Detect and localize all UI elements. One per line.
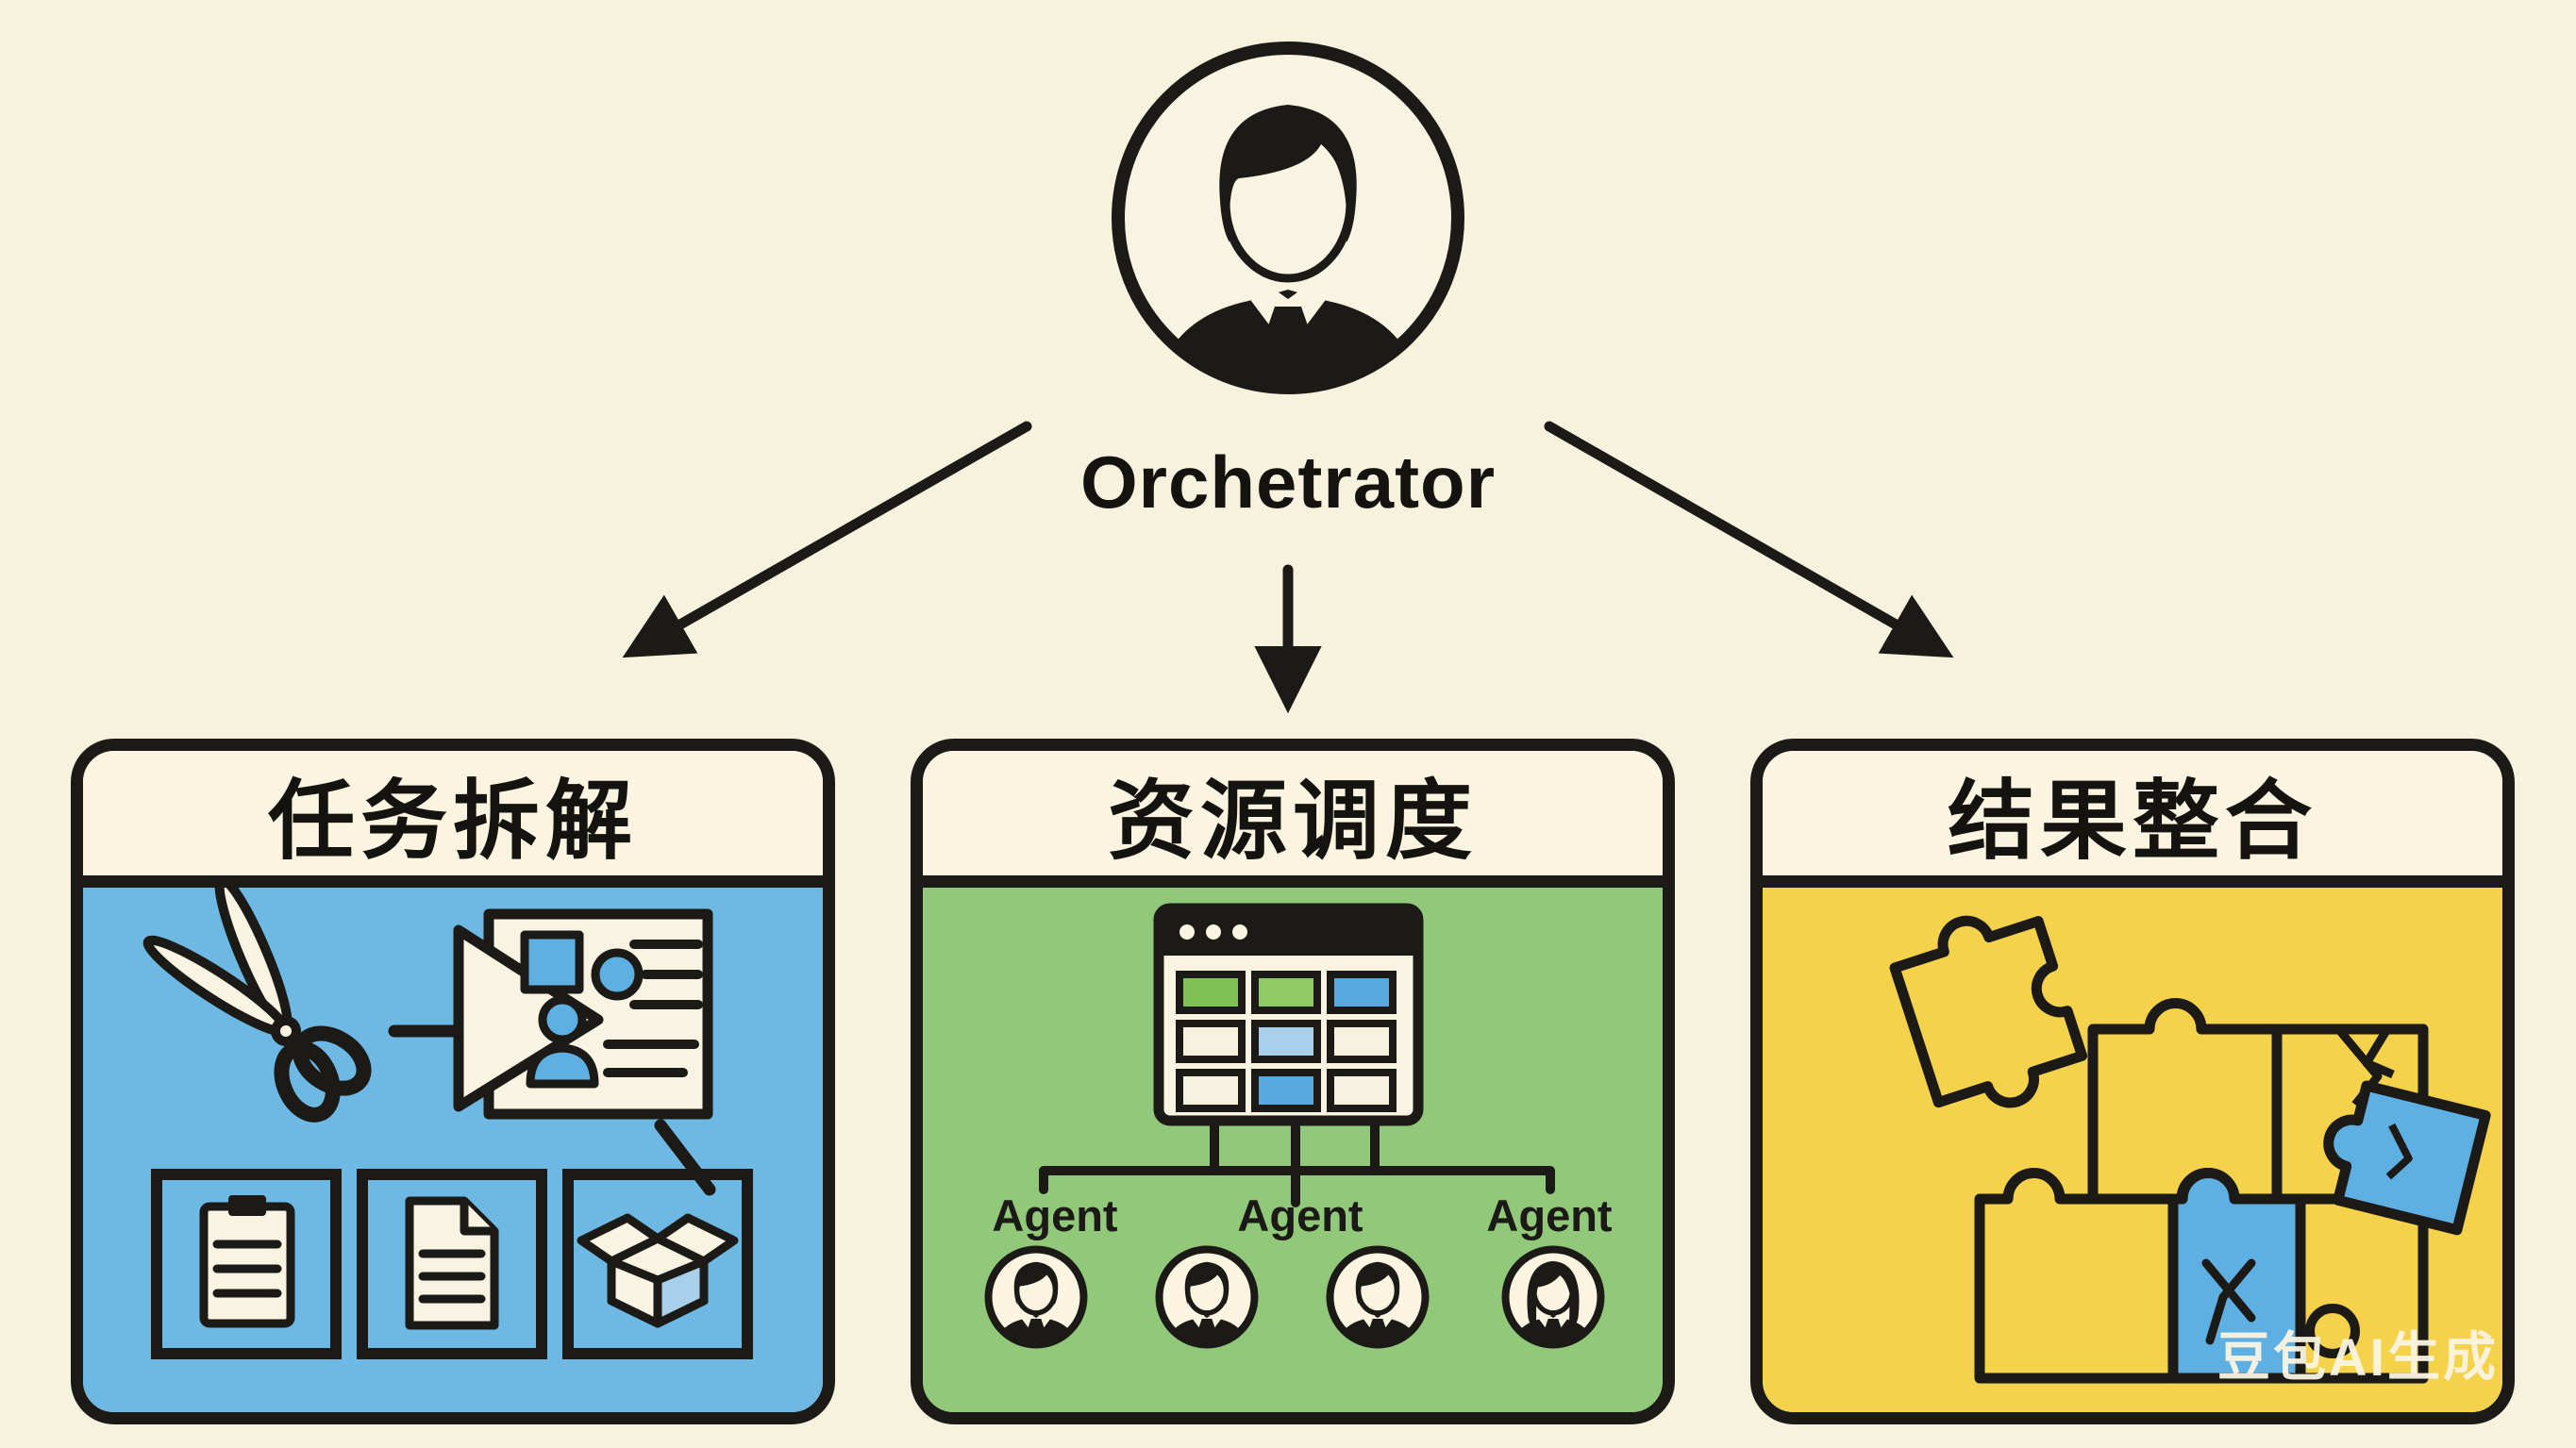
puzzle-piece-top-middle	[2087, 998, 2283, 1205]
male-agent-avatar-icon	[1148, 1239, 1265, 1356]
open-box-icon	[577, 1213, 739, 1328]
crack-line	[2201, 1258, 2256, 1345]
card-result-body	[1763, 888, 2502, 1412]
male-agent-avatar-icon	[1319, 1239, 1436, 1356]
puzzle-pieces-icon	[1889, 915, 2491, 1384]
watermark: 豆包AI生成	[2217, 1327, 2499, 1387]
profile-document-envelope-icon	[453, 908, 716, 1196]
card-task-header: 任务拆解	[83, 751, 823, 888]
document-icon	[405, 1196, 499, 1330]
card-resource-header: 资源调度	[923, 751, 1663, 888]
puzzle-notch	[2305, 1304, 2360, 1358]
clipboard-icon	[199, 1195, 295, 1328]
female-agent-avatar-icon	[1495, 1239, 1612, 1356]
card-resource-body: Agent Agent Agent	[923, 888, 1663, 1412]
connector-lines	[1039, 1116, 1555, 1207]
puzzle-piece-bottom-left	[1974, 1168, 2193, 1384]
card-resource-title: 资源调度	[1107, 773, 1478, 870]
agent-label-2: Agent	[1237, 1190, 1363, 1240]
page-title: Orchetrator	[1079, 441, 1497, 524]
loose-puzzle-piece	[1889, 915, 2088, 1108]
card-result-integration: 结果整合	[1750, 739, 2515, 1424]
orchestrator-avatar-icon	[1112, 42, 1464, 394]
subtask-frames	[151, 1169, 753, 1359]
card-task-decomposition: 任务拆解	[71, 739, 835, 1424]
puzzle-piece-blue-right	[2323, 1080, 2491, 1236]
browser-table-icon	[1153, 903, 1424, 1126]
card-resource-scheduling: 资源调度	[911, 739, 1675, 1424]
agent-label-3: Agent	[1486, 1190, 1613, 1240]
card-result-title: 结果整合	[1947, 773, 2317, 870]
agent-label-1: Agent	[992, 1190, 1118, 1240]
crack-line	[2362, 1026, 2395, 1079]
card-task-title: 任务拆解	[267, 773, 638, 870]
card-result-header: 结果整合	[1763, 751, 2502, 888]
task-illustration	[142, 888, 753, 1359]
card-task-body	[83, 888, 823, 1412]
male-agent-avatar-icon	[978, 1239, 1095, 1356]
scissors-icon	[142, 888, 372, 1123]
resource-illustration	[1039, 903, 1555, 1207]
